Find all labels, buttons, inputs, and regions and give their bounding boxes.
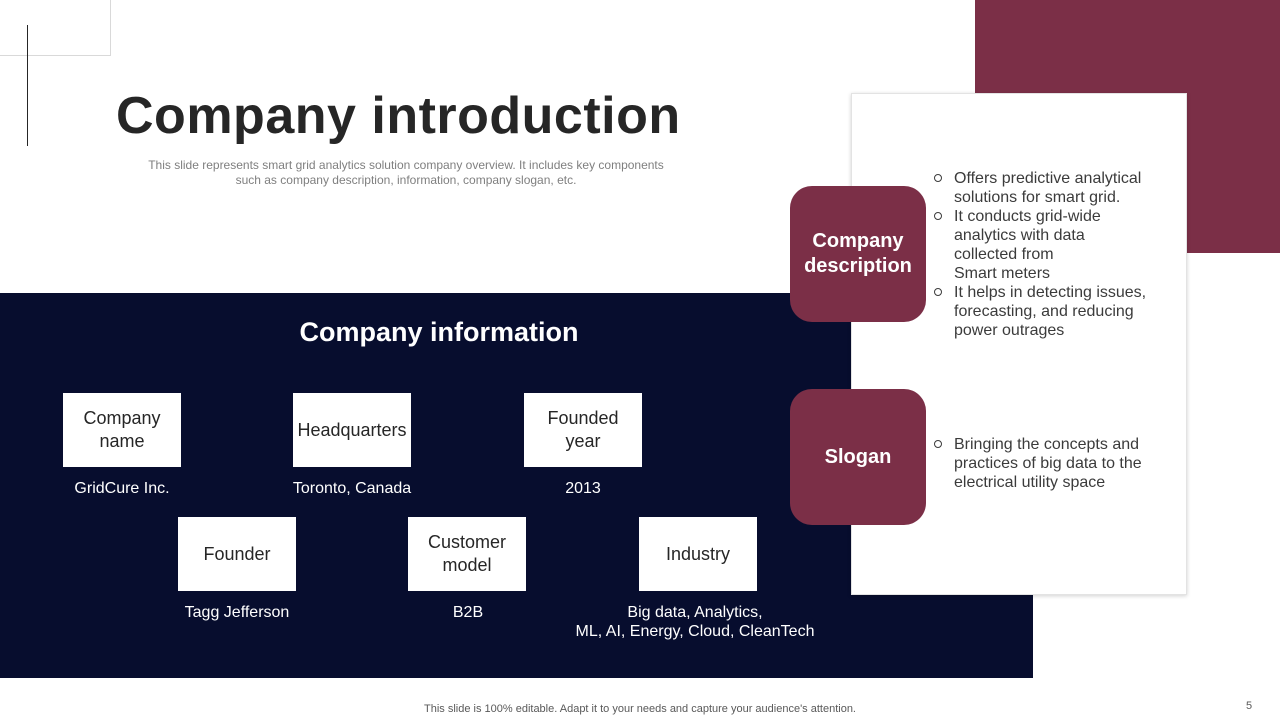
bullet-line: electrical utility space: [954, 474, 1106, 491]
bullet-line: analytics with data: [954, 227, 1085, 244]
info-card-headquarters: Headquarters: [293, 393, 411, 467]
bullet-item: It helps in detecting issues, forecastin…: [934, 283, 1159, 340]
info-card-label: Founder: [203, 543, 271, 564]
pill-label-line: Company: [812, 230, 904, 252]
slide-subtitle: This slide represents smart grid analyti…: [136, 158, 676, 188]
pill-label-line: Slogan: [824, 445, 892, 468]
bullet-line: solutions for smart grid.: [954, 189, 1121, 206]
info-card-label: Headquarters: [297, 419, 407, 440]
info-card-label: Founded: [547, 408, 619, 428]
info-card-label: name: [99, 431, 145, 451]
info-card-founder: Founder: [178, 517, 296, 591]
info-card-label: Customer: [427, 532, 507, 552]
bullet-line: collected from: [954, 246, 1054, 263]
bullet-line: power outrages: [954, 322, 1065, 339]
hollow-circle-bullet-icon: [934, 212, 942, 220]
bullet-item: It conducts grid-wide analytics with dat…: [934, 207, 1159, 283]
bullet-line: practices of big data to the: [954, 455, 1142, 472]
hollow-circle-bullet-icon: [934, 440, 942, 448]
slogan-label: Slogan: [790, 389, 926, 525]
pill-label-line: description: [804, 255, 912, 277]
info-card-label: Company: [83, 408, 161, 428]
hollow-circle-bullet-icon: [934, 288, 942, 296]
bullet-line: forecasting, and reducing: [954, 303, 1134, 320]
info-value-industry: Big data, Analytics, ML, AI, Energy, Clo…: [565, 603, 825, 641]
page-number: 5: [1246, 700, 1253, 712]
bullet-line: Smart meters: [954, 265, 1051, 282]
info-value-line: ML, AI, Energy, Cloud, CleanTech: [575, 623, 815, 640]
bullet-item: Bringing the concepts and practices of b…: [934, 435, 1159, 492]
info-value-customer-model: B2B: [452, 604, 484, 621]
vertical-accent-line: [27, 25, 28, 146]
info-value-founder: Tagg Jefferson: [184, 604, 290, 621]
slide-footer-note: This slide is 100% editable. Adapt it to…: [424, 703, 856, 715]
company-description-label: Company description: [790, 186, 926, 322]
info-value-founded-year: 2013: [565, 480, 601, 497]
info-card-label: year: [565, 431, 601, 451]
subtitle-line: This slide represents smart grid analyti…: [148, 158, 664, 172]
info-card-label: model: [442, 555, 492, 575]
info-value-headquarters: Toronto, Canada: [292, 480, 412, 497]
slogan-bullets: Bringing the concepts and practices of b…: [934, 435, 1159, 492]
bullet-line: It conducts grid-wide: [954, 208, 1101, 225]
company-information-heading: Company information: [299, 317, 579, 347]
bullet-line: Bringing the concepts and: [954, 436, 1140, 453]
company-description-bullets: Offers predictive analytical solutions f…: [934, 169, 1159, 340]
bullet-line: Offers predictive analytical: [954, 170, 1142, 187]
hollow-circle-bullet-icon: [934, 174, 942, 182]
info-card-company-name: Company name: [63, 393, 181, 467]
info-card-label: Industry: [665, 543, 731, 564]
info-card-industry: Industry: [639, 517, 757, 591]
info-value-line: Big data, Analytics,: [627, 604, 763, 621]
slide-title: Company introduction: [116, 87, 681, 145]
corner-frame-decoration: [0, 0, 111, 56]
info-value-company-name: GridCure Inc.: [74, 480, 170, 497]
info-card-founded-year: Founded year: [524, 393, 642, 467]
info-card-customer-model: Customer model: [408, 517, 526, 591]
subtitle-line: such as company description, information…: [235, 173, 577, 187]
bullet-line: It helps in detecting issues,: [954, 284, 1147, 301]
bullet-item: Offers predictive analytical solutions f…: [934, 169, 1159, 207]
